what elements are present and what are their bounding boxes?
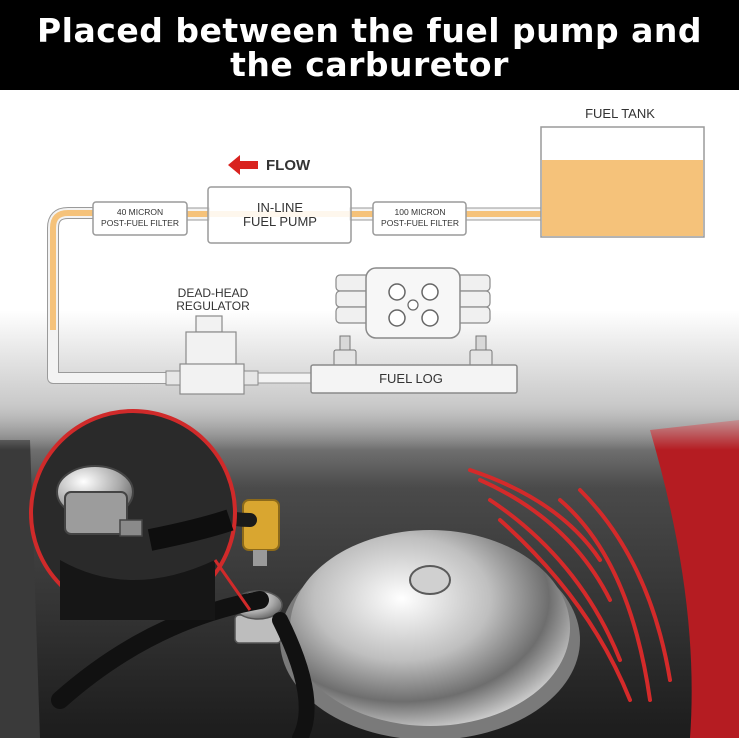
header-title-line1: Placed between the fuel pump and [37, 11, 702, 50]
header-banner: Placed between the fuel pump and the car… [0, 0, 739, 90]
inline-filter-icon [242, 499, 280, 566]
fuel-log-label: FUEL LOG [379, 371, 443, 386]
header-title-line2: the carburetor [230, 45, 509, 84]
fender [650, 420, 739, 738]
regulator-icon [165, 315, 259, 395]
regulator-label-line1: DEAD-HEAD [178, 286, 249, 300]
flow-arrow-icon [228, 155, 258, 175]
pump-label-line2: FUEL PUMP [243, 214, 317, 229]
fuel-system-diagram: FUEL TANK FLOW 40 MICRON POST-FUEL FILTE… [0, 90, 739, 405]
engine-bay-photo [0, 405, 739, 738]
carburetor-icon [333, 267, 493, 367]
fuel-pump-icon [207, 186, 352, 244]
filter-100-label-line2: POST-FUEL FILTER [381, 218, 459, 228]
spark-plug-wires [468, 468, 672, 702]
fuel-tank-icon [540, 126, 705, 238]
filter-40-label-line2: POST-FUEL FILTER [101, 218, 179, 228]
filter-100-label-line1: 100 MICRON [394, 207, 445, 217]
fuel-filter-icon [92, 201, 188, 236]
regulator-zoom-inset [29, 409, 237, 620]
air-cleaner-icon [280, 530, 580, 738]
pump-label-line1: IN-LINE [257, 200, 304, 215]
fuel-log-icon [310, 364, 518, 394]
flow-label: FLOW [266, 157, 311, 174]
fuel-filter-icon [372, 201, 467, 236]
filter-40-label-line1: 40 MICRON [117, 207, 163, 217]
fuel-tank-label: FUEL TANK [585, 106, 655, 121]
inset-pointer [213, 559, 252, 611]
regulator-label-line2: REGULATOR [176, 299, 250, 313]
